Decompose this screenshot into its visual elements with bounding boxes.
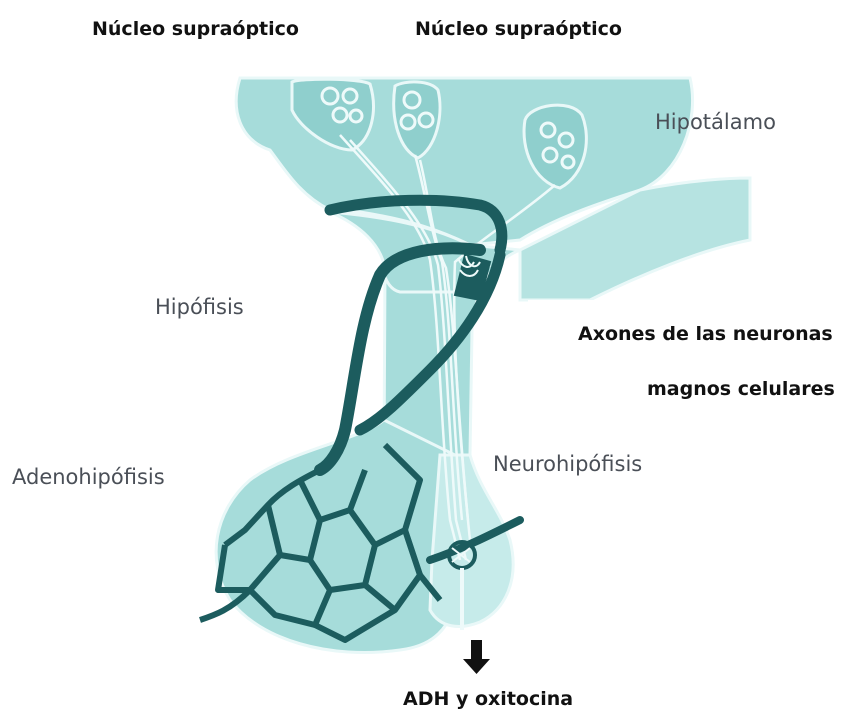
label-hipotalamo: Hipotálamo — [655, 110, 776, 134]
label-axones-line1: Axones de las neuronas — [578, 323, 833, 345]
label-neurohipofisis: Neurohipófisis — [493, 452, 642, 476]
label-nucleo-supraoptico-left: Núcleo supraóptico — [92, 18, 299, 40]
label-adh-oxitocina: ADH y oxitocina — [403, 688, 573, 710]
label-axones-line2: magnos celulares — [647, 378, 835, 400]
label-adenohipofisis: Adenohipófisis — [12, 465, 165, 489]
down-arrow-icon — [463, 640, 490, 674]
label-hipofisis: Hipófisis — [155, 295, 244, 319]
label-nucleo-supraoptico-right: Núcleo supraóptico — [415, 18, 622, 40]
